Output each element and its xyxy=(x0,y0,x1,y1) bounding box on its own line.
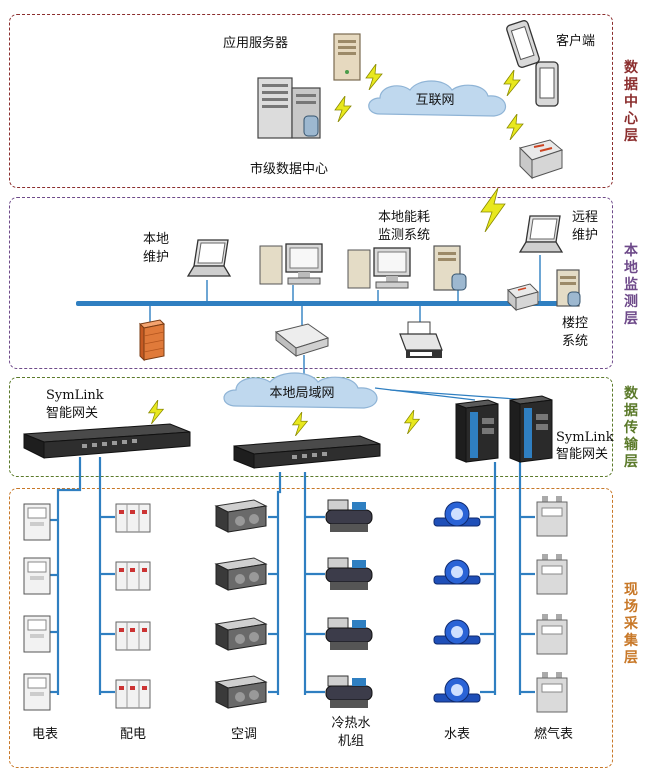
aircon-label: 空调 xyxy=(231,727,258,742)
bms-label-line1: 楼控 xyxy=(562,316,589,331)
router-icon xyxy=(507,283,539,312)
internet-label: 互联网 xyxy=(415,93,455,108)
gateway-right-label-line1: SymLink xyxy=(556,430,614,445)
water-meter-icon xyxy=(433,559,481,585)
switchgear-cabinet-icon xyxy=(115,561,151,591)
aircon-unit-icon xyxy=(214,617,268,651)
internet-cloud-icon xyxy=(368,80,506,117)
switchgear-cabinet-icon xyxy=(115,621,151,651)
switchgear-cabinet-icon xyxy=(115,503,151,533)
app-server-icon xyxy=(333,33,361,81)
gateway-device-icon xyxy=(23,423,191,459)
lightning-icon xyxy=(365,64,383,90)
chiller-unit-icon xyxy=(325,617,373,650)
remote-maintenance-label-line1: 远程 xyxy=(572,210,599,225)
remote-maintenance-label-line2: 维护 xyxy=(572,228,599,243)
desktop-computer-icon xyxy=(259,243,323,285)
zone-local-monitor xyxy=(9,197,613,369)
din-rail-gateway-icon xyxy=(509,395,553,463)
water-meter-icon xyxy=(433,619,481,645)
layer-label-field: 现场采集层 xyxy=(624,582,638,666)
layer-label-local-monitor: 本地监测层 xyxy=(624,243,638,327)
gateway-left-label-line1: SymLink xyxy=(46,388,104,403)
lightning-icon xyxy=(480,188,506,232)
gateway-device-icon xyxy=(233,435,381,469)
chiller-label-line2: 机组 xyxy=(337,734,364,749)
zone-data-center xyxy=(9,14,613,188)
gas-meter-label: 燃气表 xyxy=(534,727,574,742)
laptop-icon xyxy=(518,215,564,253)
lightning-icon xyxy=(503,70,521,96)
lan-label: 本地局域网 xyxy=(269,386,335,401)
gas-meter-icon xyxy=(536,496,568,537)
bms-label-line2: 系统 xyxy=(562,334,589,349)
din-rail-gateway-icon xyxy=(455,399,499,463)
gas-meter-icon xyxy=(536,614,568,655)
city-data-center-label: 市级数据中心 xyxy=(250,162,329,177)
lightning-icon xyxy=(403,410,421,434)
client-label: 客户端 xyxy=(556,34,596,49)
gas-meter-icon xyxy=(536,554,568,595)
ethernet-bus xyxy=(76,301,570,306)
power-dist-label: 配电 xyxy=(120,727,147,742)
desktop-computer-icon xyxy=(347,247,411,289)
laptop-icon xyxy=(186,239,232,277)
router-icon xyxy=(519,139,564,180)
water-meter-label: 水表 xyxy=(444,727,471,742)
zone-field xyxy=(9,488,613,768)
electric-meter-icon xyxy=(23,503,51,541)
lightning-icon xyxy=(147,400,165,424)
gateway-right-label-line2: 智能网关 xyxy=(556,447,609,462)
chiller-unit-icon xyxy=(325,557,373,590)
energy-system-label-line2: 监测系统 xyxy=(378,228,431,243)
electric-meter-icon xyxy=(23,615,51,653)
local-maintenance-label-line2: 维护 xyxy=(143,250,170,265)
gateway-left-label-line2: 智能网关 xyxy=(46,406,99,421)
app-server-label: 应用服务器 xyxy=(223,36,289,51)
network-switch-icon xyxy=(274,323,330,358)
water-meter-icon xyxy=(433,501,481,527)
client-devices-icon xyxy=(506,20,559,107)
layer-label-data-center: 数据中心层 xyxy=(624,60,638,144)
water-meter-icon xyxy=(433,677,481,703)
energy-system-label-line1: 本地能耗 xyxy=(378,210,431,225)
aircon-unit-icon xyxy=(214,499,268,533)
meter-label: 电表 xyxy=(32,727,59,742)
lightning-icon xyxy=(506,114,524,140)
electric-meter-icon xyxy=(23,557,51,595)
electric-meter-icon xyxy=(23,673,51,711)
layer-label-transmission: 数据传输层 xyxy=(624,386,638,470)
aircon-unit-icon xyxy=(214,557,268,591)
chiller-unit-icon xyxy=(325,499,373,532)
local-maintenance-label-line1: 本地 xyxy=(143,232,170,247)
gas-meter-icon xyxy=(536,672,568,713)
lightning-icon xyxy=(334,96,352,122)
chiller-unit-icon xyxy=(325,675,373,708)
server-icon xyxy=(433,245,467,291)
firewall-icon xyxy=(138,319,166,362)
chiller-label-line1: 冷热水 xyxy=(331,716,371,731)
printer-icon xyxy=(399,321,443,358)
aircon-unit-icon xyxy=(214,675,268,709)
lan-cloud-icon xyxy=(223,372,378,409)
server-icon xyxy=(556,269,581,307)
lightning-icon xyxy=(291,412,309,436)
city-data-center-icon xyxy=(257,77,321,139)
switchgear-cabinet-icon xyxy=(115,679,151,709)
